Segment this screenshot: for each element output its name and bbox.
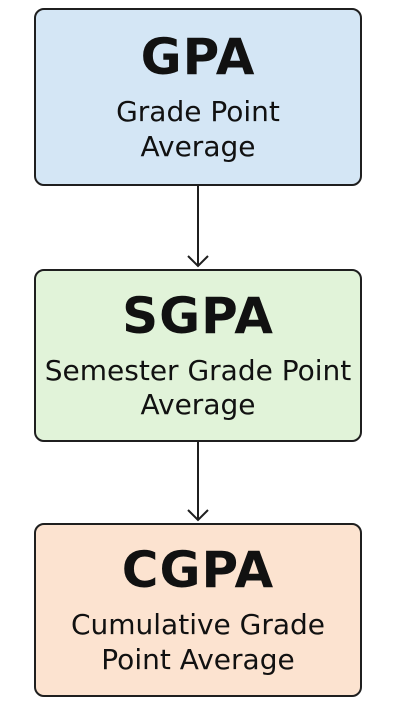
cgpa-box: CGPA Cumulative Grade Point Average — [34, 523, 362, 697]
arrow-gpa-to-sgpa — [187, 186, 209, 268]
cgpa-fullname: Cumulative Grade Point Average — [70, 608, 326, 676]
cgpa-acronym: CGPA — [121, 541, 275, 600]
arrow-head — [187, 509, 209, 522]
sgpa-acronym: SGPA — [122, 286, 274, 345]
sgpa-box: SGPA Semester Grade Point Average — [34, 269, 362, 442]
arrow-head — [187, 255, 209, 268]
arrow-sgpa-to-cgpa — [187, 442, 209, 522]
gpa-box: GPA Grade Point Average — [34, 8, 362, 186]
gpa-fullname: Grade Point Average — [116, 95, 280, 163]
gpa-acronym: GPA — [140, 28, 256, 87]
sgpa-fullname: Semester Grade Point Average — [44, 353, 352, 421]
